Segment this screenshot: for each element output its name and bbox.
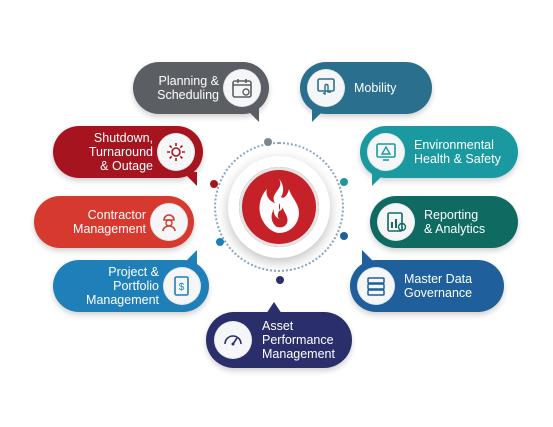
server-icon xyxy=(357,267,395,305)
gauge-icon xyxy=(214,321,252,359)
calendar-icon xyxy=(223,69,261,107)
planning-scheduling-label: Planning & Scheduling xyxy=(157,74,219,102)
budget-document-icon: $ xyxy=(163,267,201,305)
reporting-analytics-label: Reporting & Analytics xyxy=(424,208,486,236)
environmental-health-safety-pill[interactable]: Environmental Health & Safety xyxy=(360,126,518,186)
center-dotted-ring xyxy=(214,142,344,272)
ring-node xyxy=(264,138,272,146)
contractor-management-pill[interactable]: Contractor Management xyxy=(34,196,194,248)
mobility-label: Mobility xyxy=(354,81,397,95)
environmental-health-safety-label: Environmental Health & Safety xyxy=(414,138,501,166)
reporting-analytics-pill[interactable]: Reporting & Analytics xyxy=(370,196,518,248)
worker-icon xyxy=(150,203,188,241)
center-logo xyxy=(239,167,319,247)
ring-node xyxy=(210,180,218,188)
ring-node xyxy=(340,178,348,186)
warning-monitor-icon xyxy=(367,133,405,171)
master-data-governance-label: Master Data Governance xyxy=(404,272,473,300)
asset-performance-management-label: Asset Performance Management xyxy=(262,319,335,361)
contractor-management-label: Contractor Management xyxy=(73,208,146,236)
planning-scheduling-pill[interactable]: Planning & Scheduling xyxy=(133,62,269,122)
touch-screen-icon xyxy=(307,69,345,107)
ring-node xyxy=(276,276,284,284)
project-portfolio-management-label: Project & Portfolio Management xyxy=(86,265,159,307)
asset-performance-management-pill[interactable]: Asset Performance Management xyxy=(206,302,352,368)
project-portfolio-management-pill[interactable]: Project & Portfolio Management $ xyxy=(53,250,209,312)
gear-icon xyxy=(157,133,195,171)
ring-node xyxy=(340,232,348,240)
shutdown-turnaround-outage-label: Shutdown, Turnaround & Outage xyxy=(88,131,153,173)
mobility-pill[interactable]: Mobility xyxy=(300,62,432,122)
shutdown-turnaround-outage-pill[interactable]: Shutdown, Turnaround & Outage xyxy=(53,126,203,186)
master-data-governance-pill[interactable]: Master Data Governance xyxy=(350,250,504,312)
flame-icon xyxy=(259,179,299,233)
ring-node xyxy=(216,238,224,246)
svg-text:$: $ xyxy=(179,282,185,293)
report-chart-icon xyxy=(377,203,415,241)
